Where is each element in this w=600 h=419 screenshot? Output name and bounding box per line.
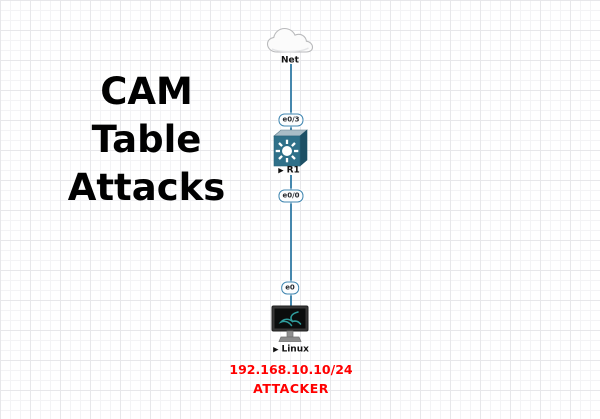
interface-badge-e0-3[interactable]: e0/3 (278, 113, 304, 127)
attacker-ip: 192.168.10.10/24 (229, 362, 353, 377)
interface-badge-e0-0[interactable]: e0/0 (278, 189, 304, 203)
node-label-net: Net (281, 55, 299, 66)
link-net-to-r1[interactable] (290, 64, 292, 131)
link-r1-to-linux[interactable] (290, 175, 292, 312)
attacker-annotation: 192.168.10.10/24 ATTACKER (229, 362, 352, 396)
node-label-linux: ▶ Linux (273, 344, 309, 355)
running-status-icon: ▶ (273, 345, 279, 354)
multilayer-switch-icon[interactable] (270, 127, 310, 171)
cloud-icon[interactable] (265, 25, 315, 61)
node-label-r1: ▶ R1 (278, 165, 300, 176)
kali-monitor-icon[interactable] (270, 305, 310, 349)
attacker-role: ATTACKER (253, 381, 329, 396)
running-status-icon: ▶ (278, 166, 284, 175)
diagram-title: CAM Table Attacks (67, 70, 226, 209)
interface-badge-e0[interactable]: e0 (281, 281, 299, 295)
